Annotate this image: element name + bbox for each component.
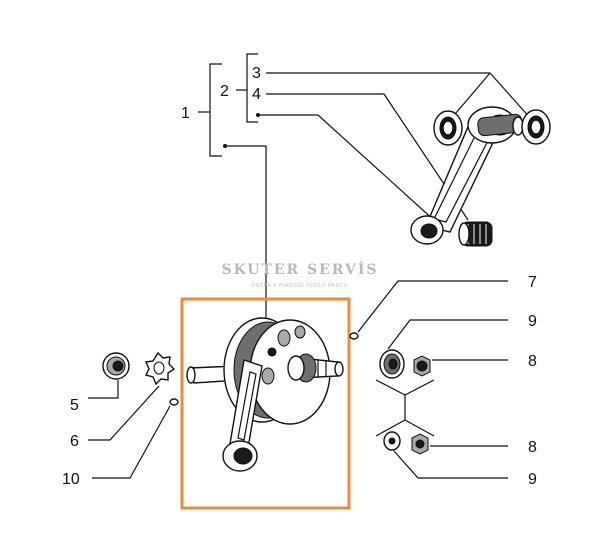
leader-9-bottom	[393, 450, 508, 479]
nut-part-5	[102, 352, 130, 380]
crankshaft	[186, 317, 344, 472]
alternative-separator	[375, 379, 435, 437]
washer-part-9-bottom	[383, 431, 401, 451]
highlight-box	[180, 297, 351, 510]
callout-2: 2	[220, 83, 229, 100]
callout-9-bottom: 9	[528, 471, 537, 488]
callout-6: 6	[70, 433, 79, 450]
leader-6	[88, 385, 160, 441]
callout-8-bottom: 8	[528, 439, 537, 456]
leader-7	[357, 280, 508, 333]
callout-7: 7	[528, 274, 537, 291]
callout-4: 4	[252, 86, 261, 103]
leader-10	[92, 405, 171, 479]
leader-9-top	[387, 319, 508, 350]
watermark-title: SKUTER SERVİS	[221, 259, 378, 278]
callout-3: 3	[252, 65, 261, 82]
nut-part-8-bottom	[411, 433, 429, 455]
callout-5: 5	[70, 397, 79, 414]
washer-part-9-top	[379, 349, 405, 379]
nut-part-8-top	[413, 355, 431, 377]
bracket-group	[198, 53, 258, 157]
callout-8-top: 8	[528, 353, 537, 370]
connecting-rod-assembly	[410, 106, 551, 247]
leader-lines-top	[223, 72, 533, 330]
watermark-subtitle: VESPA & PIAGGIO YEDEK PARÇA	[252, 283, 348, 289]
leader-5	[88, 380, 119, 399]
leader-dot-1	[223, 144, 227, 148]
callout-1: 1	[181, 105, 190, 122]
leader-dot-4	[256, 113, 260, 117]
key-part-7	[349, 332, 359, 340]
callout-9-top: 9	[528, 313, 537, 330]
key-part-10	[169, 398, 179, 406]
lock-washer-part-6	[144, 351, 176, 386]
callout-10: 10	[62, 471, 80, 488]
